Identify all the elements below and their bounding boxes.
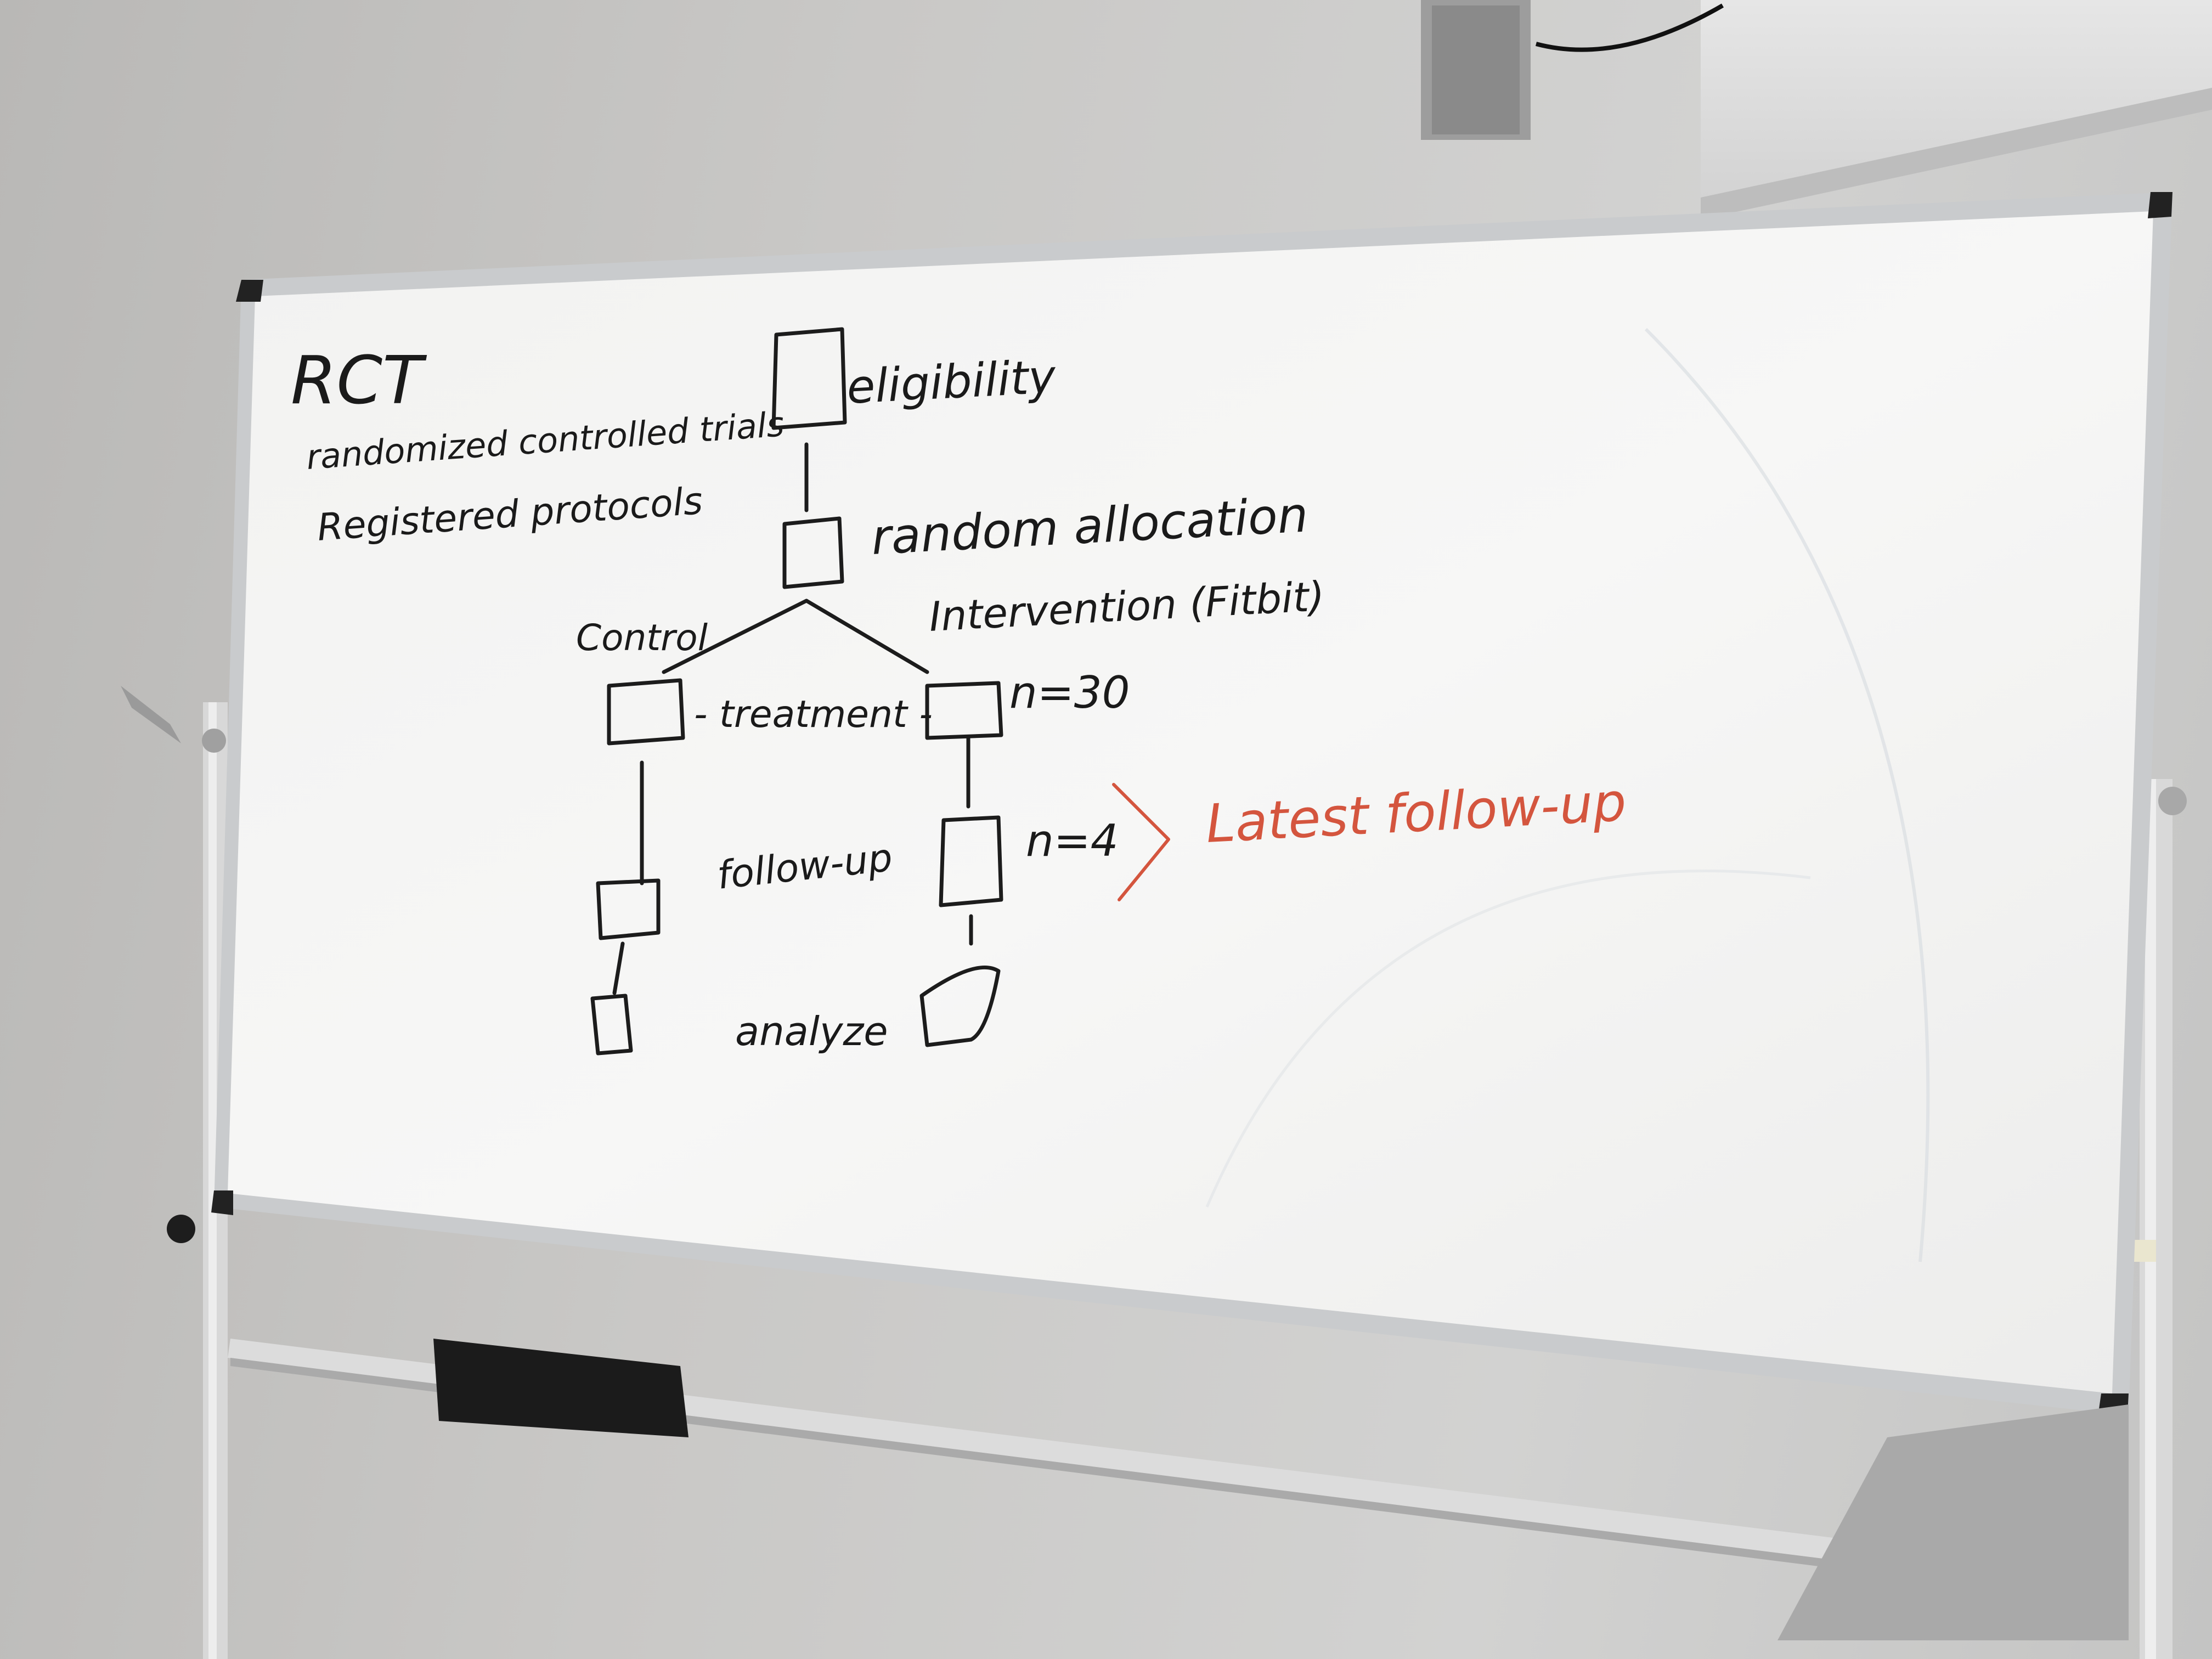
intervention-treatment-box [925, 681, 1003, 740]
allocation-box [782, 516, 844, 589]
n-follow-up: n=4 [1026, 815, 1119, 866]
control-treatment-box [607, 678, 685, 746]
speaker-icon [1421, 0, 1724, 140]
control-analysis-box [590, 994, 633, 1056]
connector-control-2 [612, 941, 625, 995]
intervention-followup-box [939, 815, 1003, 907]
treatment-label: - treatment - [694, 693, 933, 736]
intervention-analysis-box [919, 966, 1001, 1047]
ceiling-panel [1701, 0, 2212, 219]
marker-tray [228, 1339, 2129, 1640]
control-label: Control [576, 617, 708, 659]
red-arrow [1112, 783, 1170, 901]
eligibility-box [771, 327, 847, 430]
branch-lines [662, 599, 929, 674]
control-followup-box [596, 878, 661, 940]
n-intervention: n=30 [1009, 667, 1130, 718]
stand-left [121, 686, 228, 1659]
whiteboard [211, 192, 2172, 1415]
eligibility-label: eligibility [845, 349, 1058, 414]
board-title: RCT [291, 343, 427, 419]
analysis-label: analyze [735, 1008, 888, 1054]
